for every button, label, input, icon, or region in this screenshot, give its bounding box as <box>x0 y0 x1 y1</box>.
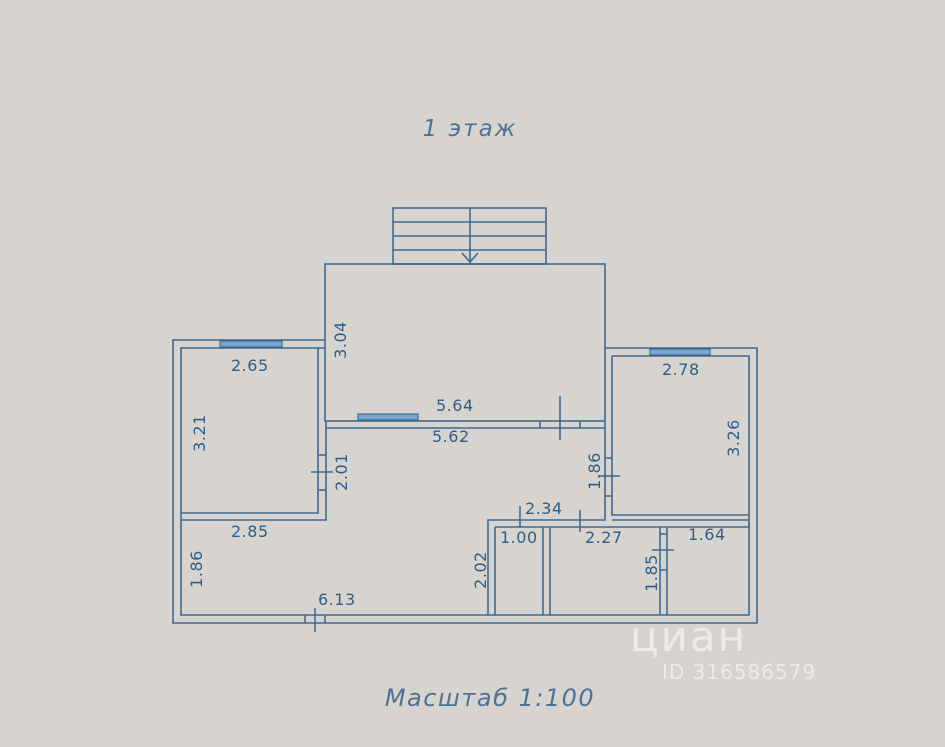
dimension-1-00: 1.00 <box>500 528 538 547</box>
dimension-1-85: 1.85 <box>641 554 661 592</box>
door-markers <box>304 396 674 632</box>
dimension-2-34: 2.34 <box>525 499 563 518</box>
dimension-3-21: 3.21 <box>189 414 209 452</box>
left-wing-walls <box>172 339 487 624</box>
window-veranda <box>357 413 419 421</box>
dimension-1-86-left: 1.86 <box>186 550 206 588</box>
floor-title: 1 этаж <box>422 116 518 142</box>
dimension-5-64: 5.64 <box>436 396 474 415</box>
dimension-3-26: 3.26 <box>723 419 743 457</box>
dimension-2-01: 2.01 <box>331 453 351 491</box>
watermark-id: ID 316586579 <box>662 660 817 684</box>
entrance-stairs <box>392 207 547 265</box>
window-left-room <box>219 340 283 348</box>
dimension-2-27: 2.27 <box>585 528 623 547</box>
dimension-6-13: 6.13 <box>318 590 356 609</box>
dimension-2-78: 2.78 <box>662 360 700 379</box>
dimension-5-62: 5.62 <box>432 427 470 446</box>
scale-caption: Масштаб 1:100 <box>384 684 596 712</box>
dimension-2-02: 2.02 <box>470 551 490 589</box>
dimension-1-86-right: 1.86 <box>584 452 604 490</box>
windows <box>219 340 711 421</box>
veranda-walls <box>324 263 606 422</box>
watermark-logo: циан <box>630 612 748 661</box>
dimension-2-85: 2.85 <box>231 522 269 541</box>
right-wing-walls <box>487 347 758 624</box>
dimension-3-04: 3.04 <box>330 321 350 359</box>
dimension-1-64: 1.64 <box>688 525 726 544</box>
window-right-room <box>649 348 711 356</box>
dimension-2-65: 2.65 <box>231 356 269 375</box>
